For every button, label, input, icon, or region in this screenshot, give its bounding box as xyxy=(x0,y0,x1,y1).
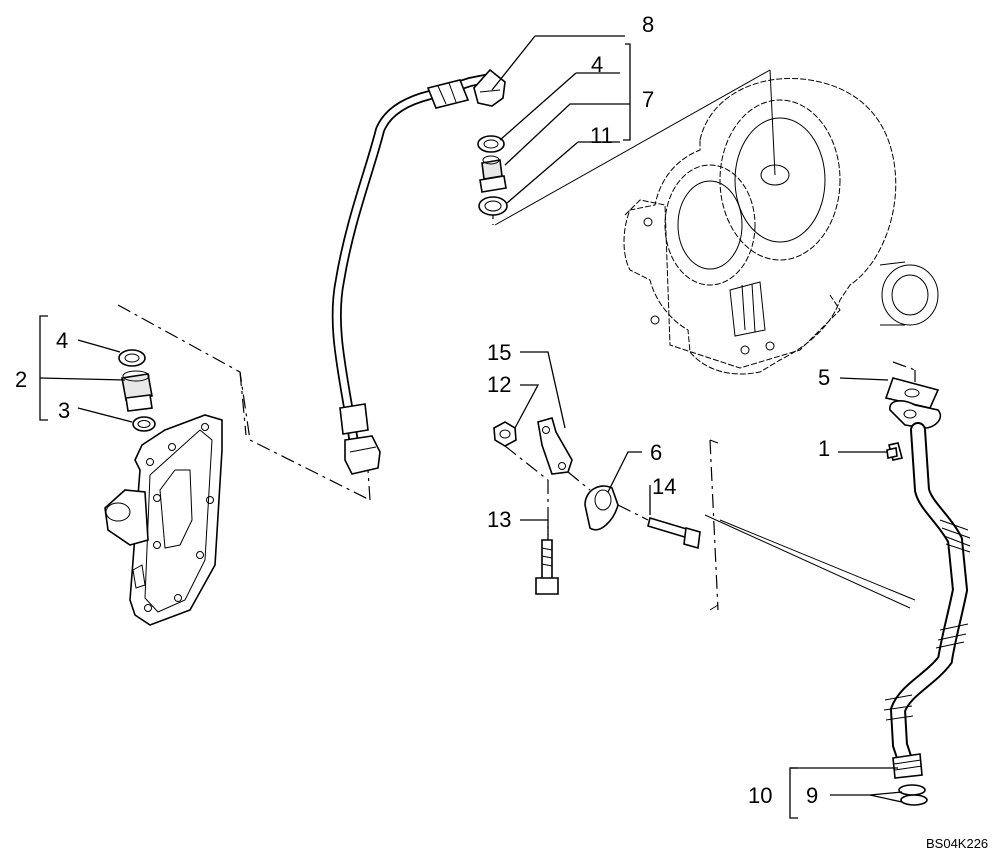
callout-8: 8 xyxy=(642,12,654,37)
left-union xyxy=(121,370,153,412)
o-rings xyxy=(898,784,928,806)
engine-cover-housing xyxy=(104,414,223,626)
stud-bolt xyxy=(886,442,903,461)
fitting-washer-bottom xyxy=(478,196,508,216)
callout-4-left: 4 xyxy=(56,328,68,353)
callout-12: 12 xyxy=(487,372,511,397)
bracket xyxy=(537,417,573,475)
fitting-washer-top xyxy=(477,135,505,153)
callout-3: 3 xyxy=(58,398,70,423)
callout-5: 5 xyxy=(818,365,830,390)
callout-2: 2 xyxy=(15,367,27,392)
nut xyxy=(493,421,517,447)
left-washer-bottom xyxy=(132,416,156,432)
bolt-vertical xyxy=(535,539,559,595)
callout-7: 7 xyxy=(642,87,654,112)
bolt-long xyxy=(647,516,701,550)
oil-return-pipe xyxy=(883,400,971,779)
pipe-clamp xyxy=(584,485,619,531)
callout-4-top: 4 xyxy=(591,52,603,77)
drawing-code: BS04K226 xyxy=(926,836,988,851)
callout-6: 6 xyxy=(650,440,662,465)
left-washer-top xyxy=(118,349,146,367)
callout-9: 9 xyxy=(806,783,818,808)
callout-11: 11 xyxy=(590,123,613,148)
callout-14: 14 xyxy=(652,474,676,499)
turbocharger xyxy=(623,77,939,375)
fitting-union xyxy=(479,155,507,193)
callout-1: 1 xyxy=(818,436,830,461)
oil-feed-pipe xyxy=(331,68,506,475)
callout-15: 15 xyxy=(487,340,511,365)
callout-10: 10 xyxy=(748,783,772,808)
callout-13: 13 xyxy=(487,507,511,532)
